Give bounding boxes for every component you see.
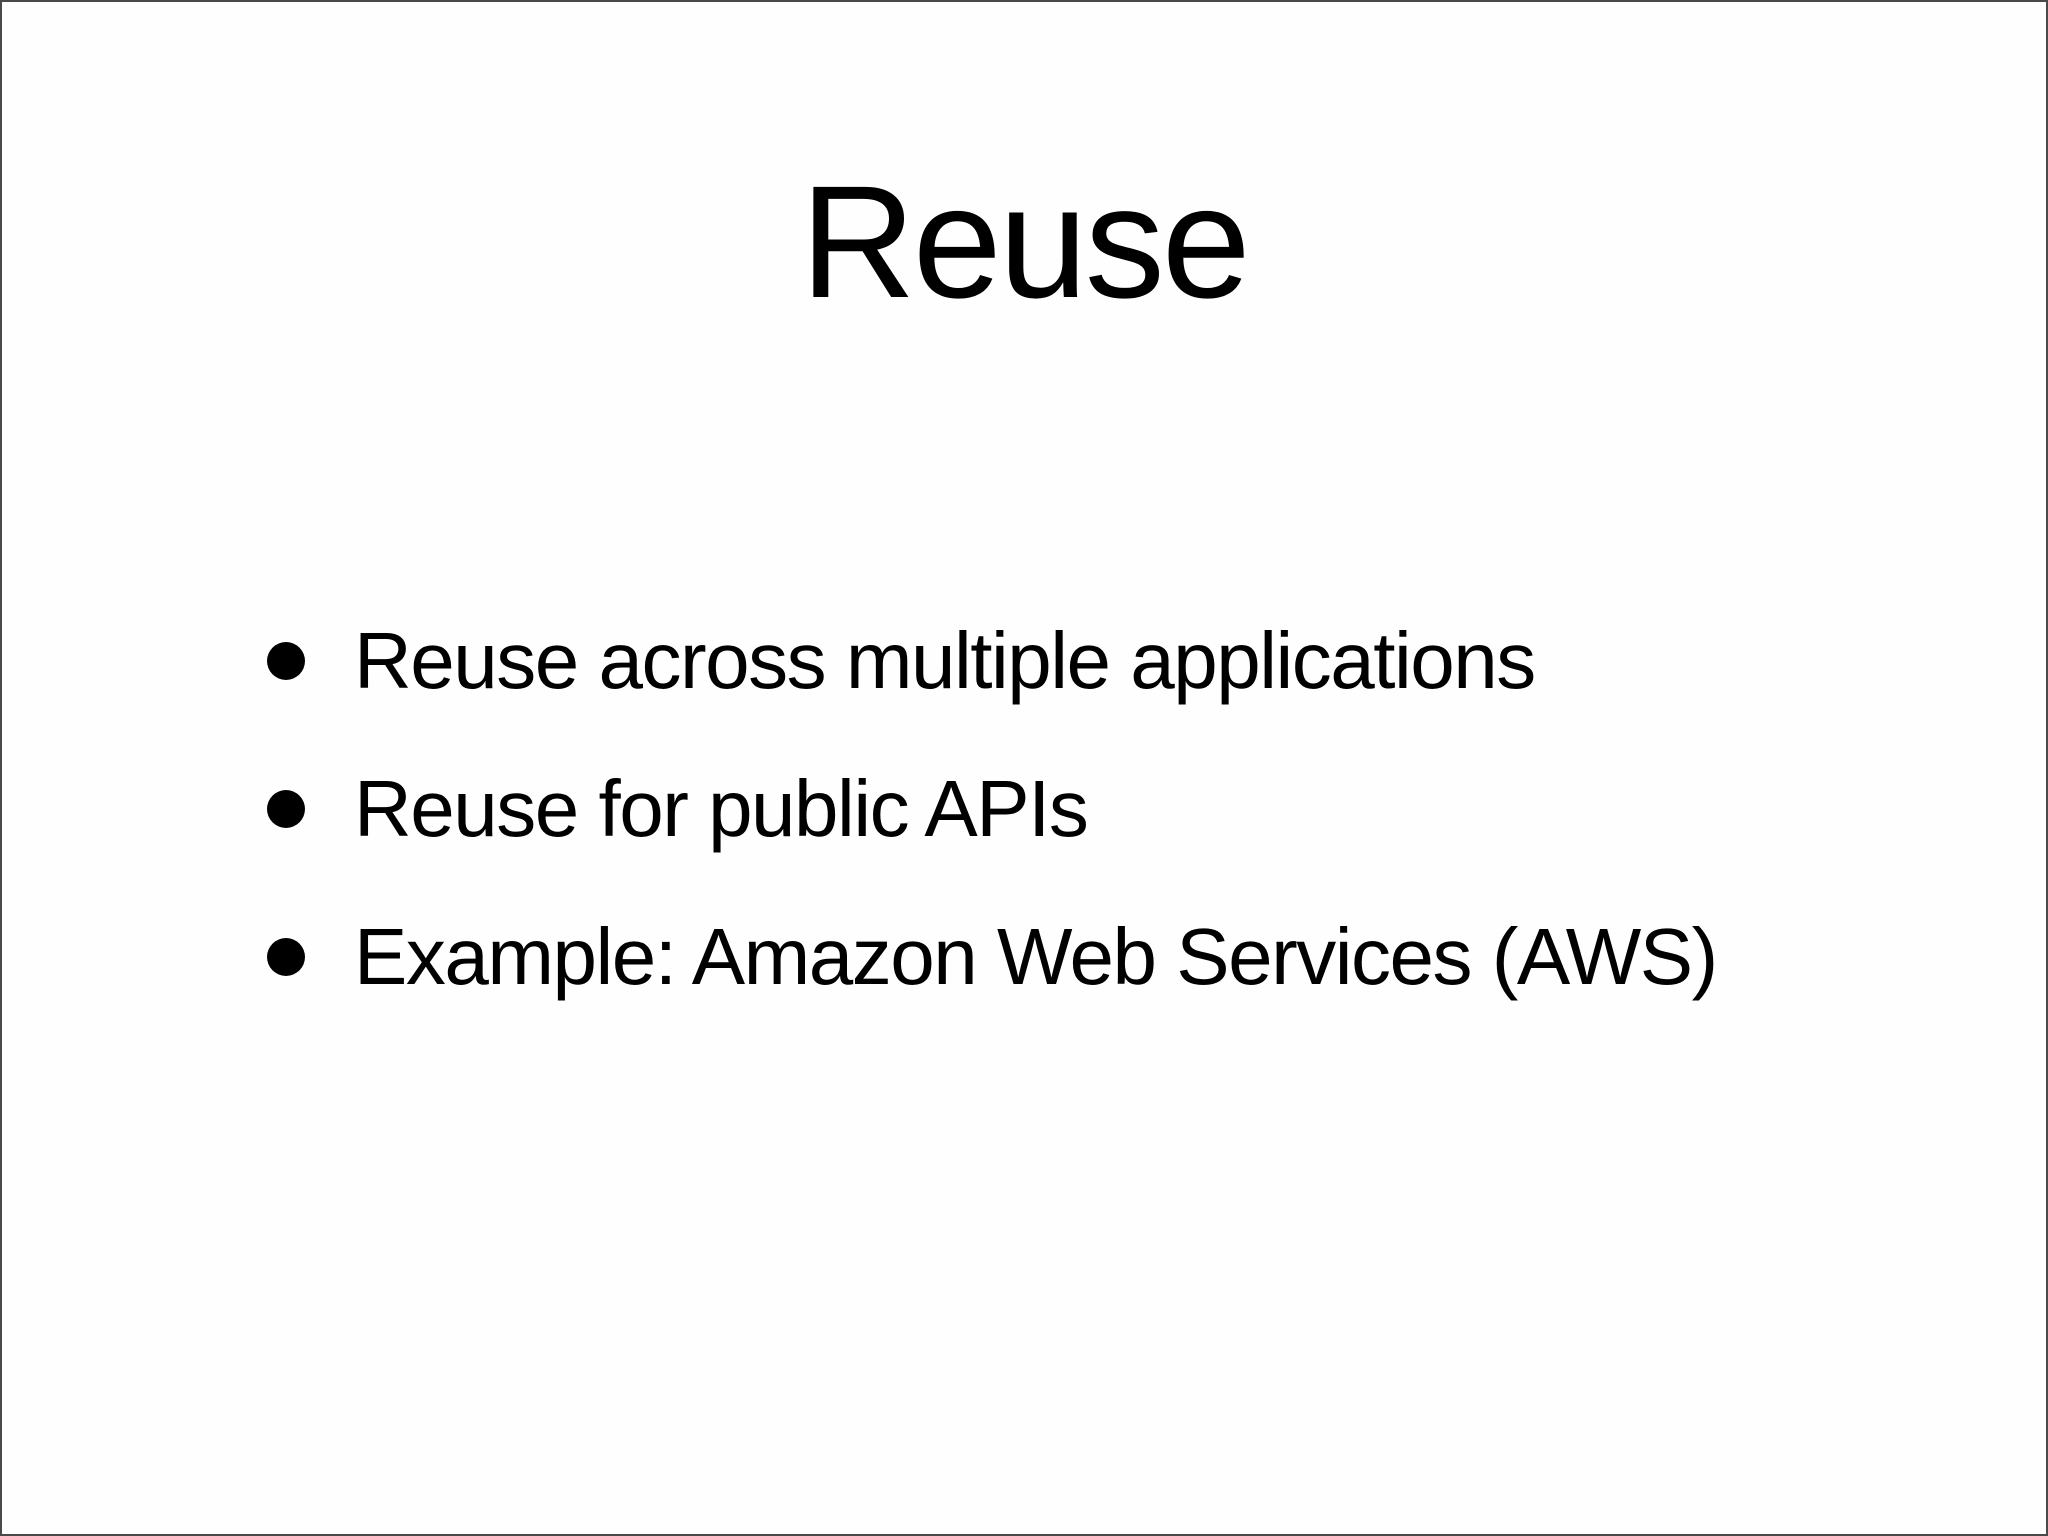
list-item: Example: Amazon Web Services (AWS) <box>267 883 1926 1031</box>
bullet-text: Example: Amazon Web Services (AWS) <box>354 912 1718 1001</box>
list-item: Reuse for public APIs <box>267 735 1926 883</box>
bullet-text: Reuse for public APIs <box>354 764 1089 853</box>
bullet-icon <box>267 938 305 976</box>
slide-title: Reuse <box>800 152 1251 331</box>
list-item: Reuse across multiple applications <box>267 587 1926 735</box>
bullet-list: Reuse across multiple applications Reuse… <box>267 587 1926 1031</box>
bullet-icon <box>267 790 305 828</box>
bullet-text: Reuse across multiple applications <box>354 616 1536 705</box>
bullet-icon <box>267 642 305 680</box>
